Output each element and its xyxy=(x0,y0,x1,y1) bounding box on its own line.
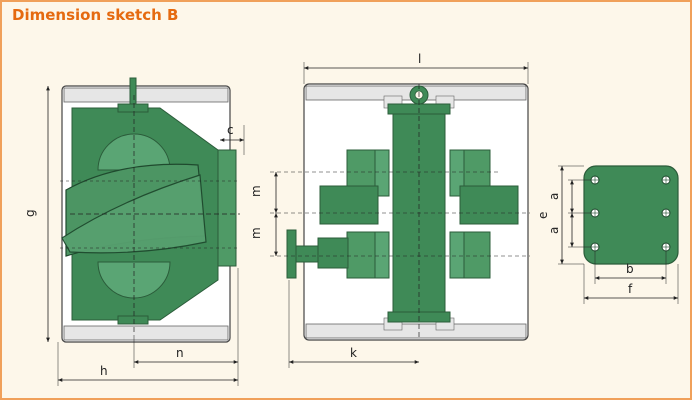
dim-label-e: e xyxy=(536,212,550,219)
side-frame-bottom-bar xyxy=(63,325,229,341)
dim-label-m-bottom: m xyxy=(249,227,263,239)
front-right-arm xyxy=(459,185,519,225)
front-frame-bottom-bar xyxy=(305,323,527,339)
dim-label-f: f xyxy=(628,282,633,296)
front-shaft-flange xyxy=(286,229,297,279)
front-shaft xyxy=(295,245,321,263)
front-left-arm xyxy=(319,185,379,225)
side-view: g h n c xyxy=(23,77,245,386)
dim-label-b: b xyxy=(626,262,634,276)
side-frame-top-bar xyxy=(63,87,229,103)
dim-label-m-top: m xyxy=(249,185,263,197)
dim-label-k: k xyxy=(350,346,357,360)
dim-label-a-top: a xyxy=(547,193,561,200)
sketch-title: Dimension sketch B xyxy=(12,6,179,24)
flange-plate xyxy=(583,165,679,265)
dim-label-a-bottom: a xyxy=(547,227,561,234)
front-lower-block-right xyxy=(463,231,491,279)
dim-label-c: c xyxy=(227,123,234,137)
dim-label-g: g xyxy=(23,209,37,217)
front-lower-block-left xyxy=(346,231,376,279)
side-flange xyxy=(217,149,237,267)
dim-label-n: n xyxy=(176,346,184,360)
side-bottom-cap xyxy=(117,315,149,325)
side-top-cap xyxy=(117,103,149,113)
dim-label-h: h xyxy=(100,364,108,378)
front-view: l k m m xyxy=(249,52,530,368)
dim-label-l: l xyxy=(418,52,421,66)
flange-view: e a a b f xyxy=(536,165,679,304)
